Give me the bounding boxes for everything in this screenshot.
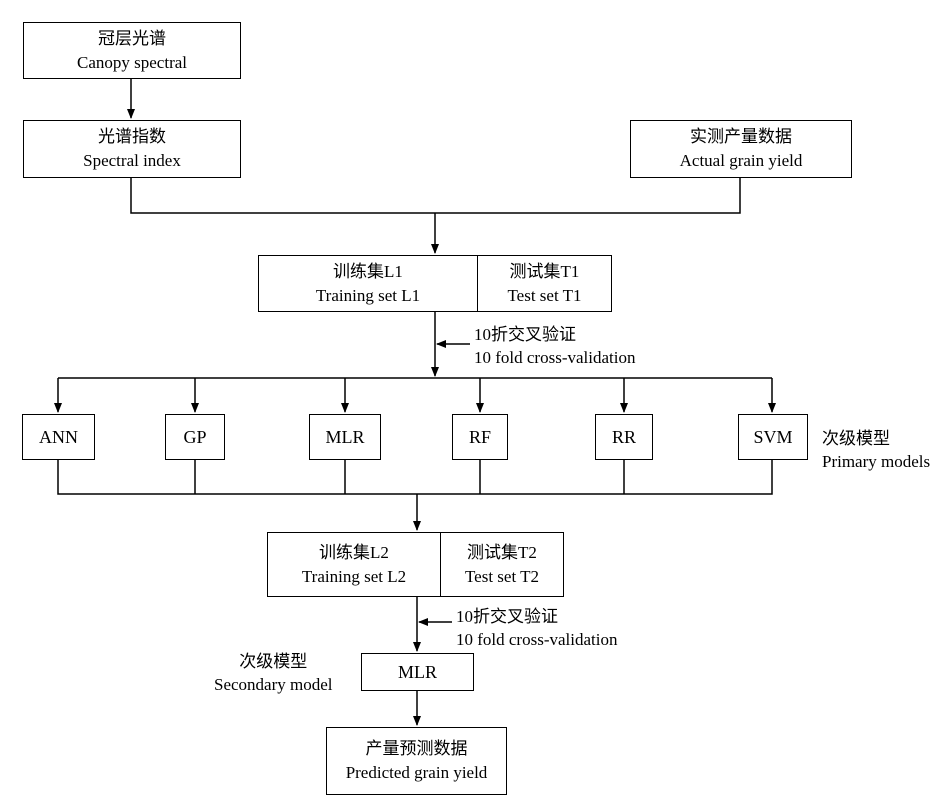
cv1-label: 10折交叉验证 10 fold cross-validation [474,323,635,369]
training-l2-en: Training set L2 [301,566,407,586]
cv1-en: 10 fold cross-validation [474,348,636,367]
models-bottom-bus [57,460,773,495]
secondary-mlr-label: MLR [397,662,437,682]
model-box-mlr: MLR [309,414,381,460]
actual-yield-box: 实测产量数据 Actual grain yield [630,120,852,178]
model-box-ann: ANN [22,414,95,460]
canopy-spectral-box: 冠层光谱 Canopy spectral [23,22,241,79]
test-t1-en: Test set T1 [507,285,582,305]
primary-zh: 次级模型 [822,429,890,448]
actual-yield-en: Actual grain yield [679,151,803,170]
training-l1-zh: 训练集L1 [333,261,403,281]
primary-models-label: 次级模型 Primary models [822,427,930,473]
predicted-zh: 产量预测数据 [365,739,468,758]
model-box-rr: RR [595,414,653,460]
secondary-zh: 次级模型 [239,652,308,671]
test-set-t1: 测试集T1 Test set T1 [477,256,611,311]
cv2-en: 10 fold cross-validation [456,630,618,649]
model-box-rf: RF [452,414,508,460]
model-label: GP [183,427,207,447]
test-t2-en: Test set T2 [464,566,540,586]
merge-line-inputs [130,178,741,214]
dataset-split-2: 训练集L2 Training set L2 测试集T2 Test set T2 [267,532,564,597]
actual-yield-zh: 实测产量数据 [690,127,792,146]
cv2-label: 10折交叉验证 10 fold cross-validation [456,605,617,651]
predicted-en: Predicted grain yield [345,763,488,782]
secondary-model-label: 次级模型 Secondary model [214,650,333,696]
primary-en: Primary models [822,452,931,471]
model-box-gp: GP [165,414,225,460]
training-set-l1: 训练集L1 Training set L1 [259,256,477,311]
canopy-zh: 冠层光谱 [98,28,166,48]
training-set-l2: 训练集L2 Training set L2 [268,533,440,596]
training-l2-zh: 训练集L2 [319,542,389,562]
canopy-en: Canopy spectral [77,52,187,72]
model-label: MLR [325,427,365,447]
training-l1-en: Training set L1 [315,285,421,305]
secondary-mlr-box: MLR [361,653,474,691]
spectral-index-zh: 光谱指数 [98,127,166,146]
predicted-yield-box: 产量预测数据 Predicted grain yield [326,727,507,795]
test-t2-zh: 测试集T2 [467,542,537,562]
spectral-index-box: 光谱指数 Spectral index [23,120,241,178]
dataset-split-1: 训练集L1 Training set L1 测试集T1 Test set T1 [258,255,612,312]
model-label: SVM [753,427,793,447]
cv1-zh: 10折交叉验证 [474,325,576,344]
model-label: RR [611,427,636,447]
cv2-zh: 10折交叉验证 [456,607,558,626]
model-label: ANN [39,427,78,447]
model-label: RF [468,427,492,447]
test-set-t2: 测试集T2 Test set T2 [440,533,563,596]
secondary-en: Secondary model [214,675,333,694]
spectral-index-en: Spectral index [83,151,181,170]
model-box-svm: SVM [738,414,808,460]
test-t1-zh: 测试集T1 [509,261,580,281]
